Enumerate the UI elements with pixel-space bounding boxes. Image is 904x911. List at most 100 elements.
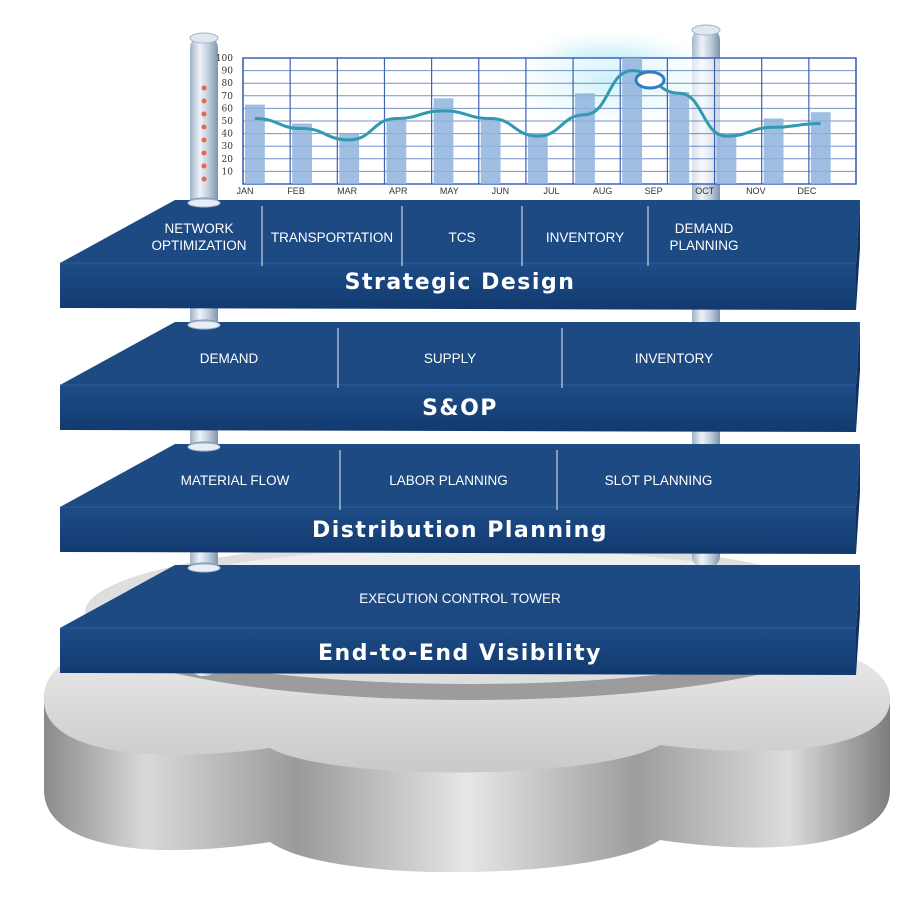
slab-front-face <box>60 628 856 675</box>
slab-top-face <box>60 444 860 507</box>
tier-title-strategic-design: Strategic Design <box>344 270 576 295</box>
cell-label-line: INVENTORY <box>545 229 625 245</box>
slab-side-face <box>856 322 860 432</box>
y-tick-label: 80 <box>222 79 234 89</box>
slab-front-face <box>60 385 856 432</box>
thermometer-dots <box>201 85 207 182</box>
thermometer-dot <box>201 163 207 169</box>
cell-label: LABOR PLANNING <box>340 452 557 508</box>
pole-hole <box>187 198 221 208</box>
cell-label-line: LABOR PLANNING <box>389 472 508 488</box>
pole-hole <box>187 320 221 330</box>
cell-label-line: DEMAND <box>199 350 259 366</box>
pole-hole <box>187 563 221 573</box>
x-tick-label: SEP <box>645 186 663 196</box>
chart-bar <box>480 118 501 184</box>
x-tick-label: DEC <box>797 186 817 196</box>
cell-label-line: MATERIAL FLOW <box>180 472 290 488</box>
x-tick-label: MAR <box>337 186 358 196</box>
x-tick-label: JUL <box>543 186 559 196</box>
cell-label: DEMAND <box>120 330 338 386</box>
x-tick-label: NOV <box>746 186 766 196</box>
chart-bars <box>245 58 831 184</box>
chart-bar <box>245 104 265 184</box>
x-tick-label: JUN <box>492 186 510 196</box>
cell-label: INVENTORY <box>562 330 786 386</box>
chart-bar <box>810 112 831 184</box>
chart-y-axis: 10 20 30 40 50 60 70 80 90 100 <box>216 54 233 177</box>
chart-bar <box>575 93 595 184</box>
x-tick-label: OCT <box>695 186 715 196</box>
cell-label: DEMAND PLANNING <box>648 208 760 266</box>
cell-label: NETWORK OPTIMIZATION <box>136 208 262 266</box>
chart-bar <box>433 98 454 184</box>
tier-title-distribution-planning: Distribution Planning <box>312 518 608 543</box>
chart-frame <box>242 57 857 185</box>
cell-label-line: NETWORK <box>164 221 234 236</box>
y-tick-label: 10 <box>222 167 234 177</box>
cell-label: INVENTORY <box>522 208 648 266</box>
slab-side-face <box>856 200 860 310</box>
chart-bar <box>622 58 643 184</box>
tier-slabs <box>60 197 860 675</box>
cell-label-line: TRANSPORTATION <box>270 229 394 245</box>
y-tick-label: 100 <box>216 54 233 64</box>
y-tick-label: 70 <box>222 92 234 102</box>
tier-title-sop: S&OP <box>422 396 498 421</box>
chart-bar <box>527 133 548 184</box>
y-tick-label: 60 <box>222 104 234 114</box>
monthly-chart: 10 20 30 40 50 60 70 80 90 100 JAN FEB MAR APR MAY JUN… <box>216 25 857 196</box>
slab-front-face <box>60 263 856 310</box>
x-tick-label: JAN <box>236 186 253 196</box>
slab-top-face <box>60 565 860 628</box>
cell-label-line: DEMAND <box>674 221 734 236</box>
cell-label-line: TCS <box>448 229 476 245</box>
cell-label-line: EXECUTION CONTROL TOWER <box>359 590 561 606</box>
y-tick-label: 50 <box>222 117 234 127</box>
y-tick-label: 30 <box>222 142 234 152</box>
pole-hole <box>187 442 221 452</box>
slab-top-face <box>60 322 860 385</box>
cell-label: TRANSPORTATION <box>262 208 402 266</box>
slab-top-face <box>60 200 860 263</box>
thermometer-dot <box>201 176 207 182</box>
cell-label-line: SLOT PLANNING <box>604 472 713 488</box>
slab-side-face <box>856 565 860 675</box>
slab-front-face <box>60 507 856 554</box>
thermometer-dot <box>201 85 207 91</box>
thermometer-dot <box>201 111 207 117</box>
x-tick-label: FEB <box>287 186 305 196</box>
chart-bar <box>339 133 360 184</box>
y-tick-label: 90 <box>222 67 234 77</box>
tier-title-end-to-end-visibility: End-to-End Visibility <box>318 641 602 666</box>
cell-label-line: SUPPLY <box>423 350 477 366</box>
y-tick-label: 40 <box>222 130 234 140</box>
cell-label: EXECUTION CONTROL TOWER <box>150 574 770 622</box>
thermometer-dot <box>201 150 207 156</box>
y-tick-label: 20 <box>222 155 234 165</box>
chart-bar <box>292 123 312 184</box>
slab-side-face <box>856 444 860 554</box>
cell-label: TCS <box>402 208 522 266</box>
chart-bar <box>763 118 784 184</box>
cell-label: SLOT PLANNING <box>557 452 760 508</box>
thermometer-dot <box>201 137 207 143</box>
chart-bar <box>669 92 690 184</box>
x-tick-label: AUG <box>593 186 613 196</box>
peak-marker <box>634 70 666 90</box>
trend-line <box>254 69 821 142</box>
thermometer-dot <box>201 124 207 130</box>
cell-label-line: INVENTORY <box>634 350 714 366</box>
chart-bar <box>386 118 407 184</box>
cell-label: SUPPLY <box>338 330 562 386</box>
chart-bar <box>716 133 737 184</box>
chart-x-axis: JAN FEB MAR APR MAY JUN JUL AUG SEP OCT NOV DEC <box>236 186 816 196</box>
cell-label-line: PLANNING <box>669 238 739 253</box>
x-tick-label: APR <box>389 186 408 196</box>
x-tick-label: MAY <box>440 186 459 196</box>
thermometer-dot <box>201 98 207 104</box>
cell-label: MATERIAL FLOW <box>130 452 340 508</box>
cell-label-line: OPTIMIZATION <box>151 238 247 253</box>
